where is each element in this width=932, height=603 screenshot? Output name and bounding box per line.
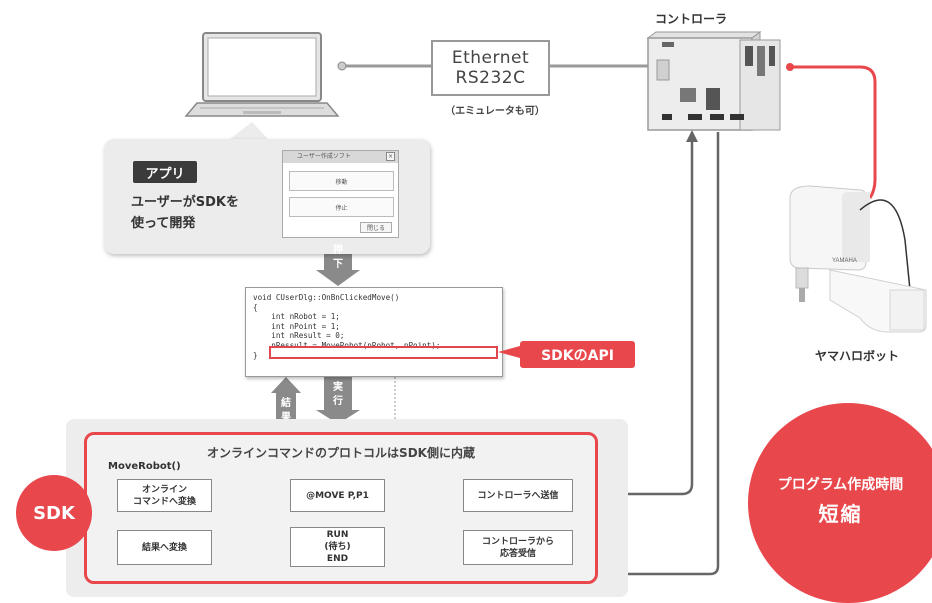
user-app-title-text: ユーザー作成ソフト bbox=[297, 153, 351, 160]
code-snippet: void CUserDlg::OnBnClickedMove(){ int nR… bbox=[245, 287, 503, 377]
code-line: int nResult = 0; bbox=[253, 331, 345, 341]
send-line bbox=[573, 140, 694, 496]
api-badge: SDKのAPI bbox=[520, 341, 635, 368]
user-app-window: ユーザー作成ソフト × 移動 停止 閉じる bbox=[282, 150, 399, 238]
robot-label: ヤマハロボット bbox=[815, 349, 900, 363]
move-button[interactable]: 移動 bbox=[289, 171, 394, 191]
code-line: int nPoint = 1; bbox=[253, 321, 340, 331]
app-panel-tail bbox=[230, 122, 268, 139]
run-line3: END bbox=[326, 554, 349, 564]
code-line: nRessult = MoveRobot(nRobot, nPoint); bbox=[253, 340, 441, 350]
result-label-1: 結 bbox=[281, 398, 291, 409]
press-label: 押 下 bbox=[331, 244, 345, 272]
close-button[interactable]: 閉じる bbox=[360, 222, 392, 233]
app-badge: アプリ bbox=[133, 161, 197, 183]
sdk-badge: SDK bbox=[16, 475, 92, 551]
execute-label-1: 実 bbox=[333, 382, 343, 393]
robot-icon: YAMAHA bbox=[789, 185, 927, 333]
code-line: } bbox=[253, 350, 258, 360]
benefit-line2: 短縮 bbox=[818, 502, 863, 526]
connection-line2: RS232C bbox=[455, 68, 526, 88]
press-label-1: 押 bbox=[333, 245, 343, 256]
receive-line bbox=[580, 132, 720, 576]
run-line1: RUN bbox=[326, 530, 349, 540]
controller-title: コントローラ bbox=[655, 12, 728, 26]
move-command-box: @MOVE P,P1 bbox=[290, 479, 385, 512]
convert-result-box: 結果へ変換 bbox=[117, 530, 212, 565]
convert-online-line1: オンライン bbox=[141, 484, 187, 495]
robot-brand-text: YAMAHA bbox=[832, 258, 857, 264]
benefit-line1: プログラム作成時間 bbox=[777, 477, 904, 493]
receive-line2: 応答受信 bbox=[499, 548, 536, 559]
execute-label-2: 行 bbox=[333, 396, 343, 407]
sdk-function-name: MoveRobot() bbox=[108, 461, 181, 472]
code-line: int nRobot = 1; bbox=[253, 312, 340, 322]
receive-line1: コントローラから bbox=[481, 536, 554, 547]
connection-line1: Ethernet bbox=[451, 48, 530, 68]
sdk-title: オンラインコマンドのプロトコルはSDK側に内蔵 bbox=[207, 446, 475, 460]
robot-cable bbox=[790, 65, 877, 199]
app-description: ユーザーがSDKを 使って開発 bbox=[131, 192, 276, 234]
convert-online-box: オンライン コマンドへ変換 bbox=[117, 479, 212, 512]
connection-note: （エミュレータも可） bbox=[445, 106, 545, 117]
send-arrowhead bbox=[686, 130, 698, 142]
close-icon[interactable]: × bbox=[386, 152, 395, 161]
receive-box: コントローラから 応答受信 bbox=[463, 530, 573, 565]
execute-label: 実 行 bbox=[331, 381, 345, 409]
run-line2: (待ち) bbox=[324, 542, 351, 552]
result-label: 結 果 bbox=[279, 397, 293, 425]
connection-box: Ethernet RS232C bbox=[431, 40, 550, 96]
api-badge-pointer bbox=[498, 346, 520, 358]
send-box: コントローラへ送信 bbox=[463, 479, 573, 512]
app-desc-line2: 使って開発 bbox=[131, 216, 196, 231]
convert-online-line2: コマンドへ変換 bbox=[132, 496, 196, 507]
run-box: RUN (待ち) END bbox=[290, 527, 385, 567]
execute-arrow bbox=[316, 377, 360, 424]
laptop-icon bbox=[184, 32, 340, 117]
robot-cable-dot bbox=[786, 63, 794, 71]
code-line: void CUserDlg::OnBnClickedMove() bbox=[253, 293, 400, 302]
code-line: { bbox=[253, 302, 258, 312]
user-app-title: ユーザー作成ソフト × bbox=[283, 151, 398, 163]
app-desc-line1: ユーザーがSDKを bbox=[131, 195, 239, 210]
laptop-port-dot bbox=[337, 61, 347, 71]
press-label-2: 下 bbox=[333, 259, 343, 270]
stop-button[interactable]: 停止 bbox=[289, 197, 394, 217]
controller-icon bbox=[646, 31, 781, 132]
api-call-highlight bbox=[269, 346, 498, 359]
result-label-2: 果 bbox=[281, 412, 291, 423]
benefit-circle bbox=[748, 403, 932, 603]
